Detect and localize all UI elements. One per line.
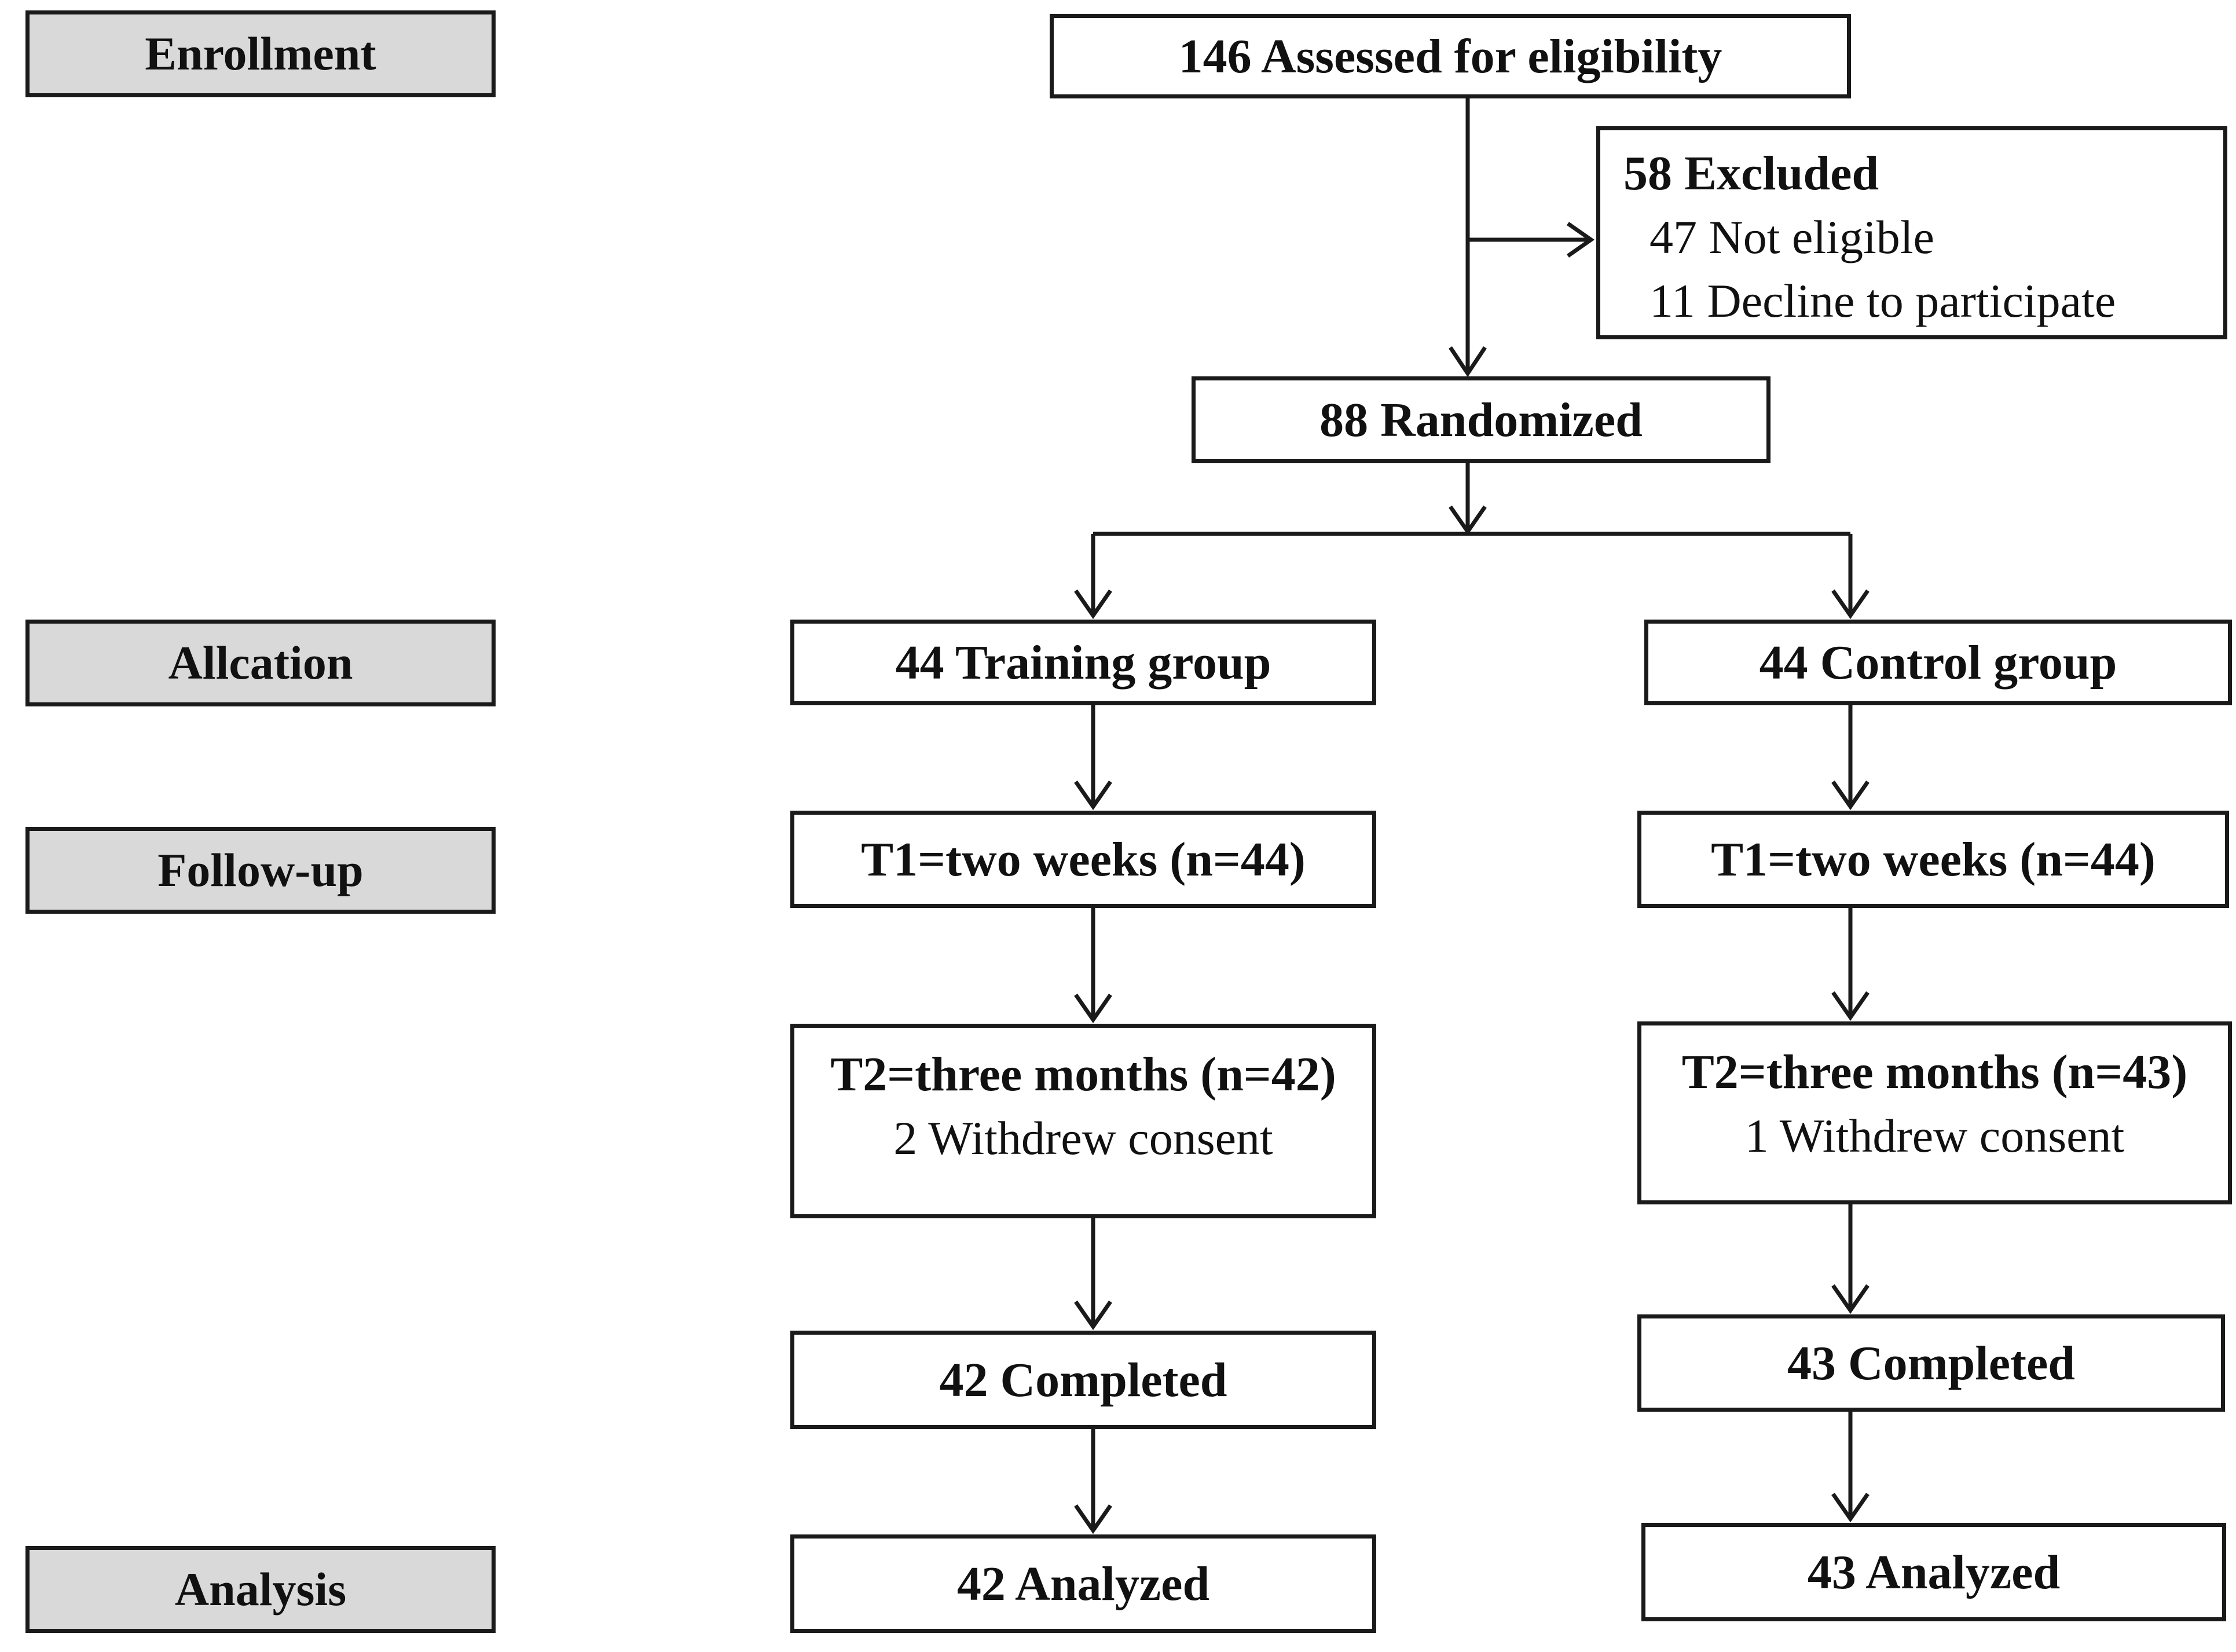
training-t2-label: T2=three months (n=42) bbox=[830, 1047, 1336, 1101]
stage-followup-label: Follow-up bbox=[157, 844, 364, 896]
control-t1-label: T1=two weeks (n=44) bbox=[1711, 832, 2156, 887]
training-t1-box: T1=two weeks (n=44) bbox=[790, 811, 1376, 908]
control-t2-note: 1 Withdrew consent bbox=[1744, 1109, 2125, 1162]
control-analyzed-box: 43 Analyzed bbox=[1641, 1523, 2226, 1621]
arrow-training-2-head bbox=[1074, 993, 1112, 1024]
training-t2-box: T2=three months (n=42) 2 Withdrew consen… bbox=[790, 1024, 1376, 1218]
arrow-control-4-head bbox=[1831, 1492, 1870, 1523]
control-t1-box: T1=two weeks (n=44) bbox=[1637, 811, 2229, 908]
training-analyzed-box: 42 Analyzed bbox=[790, 1534, 1376, 1633]
stage-analysis-label: Analysis bbox=[174, 1563, 347, 1616]
stage-analysis: Analysis bbox=[25, 1546, 496, 1633]
arrow-split-control-head bbox=[1831, 589, 1870, 620]
excluded-title: 58 Excluded bbox=[1623, 146, 1879, 200]
stage-allocation-label: Allcation bbox=[168, 636, 353, 689]
training-t1-label: T1=two weeks (n=44) bbox=[861, 832, 1306, 887]
arrow-randomized-split-head bbox=[1449, 505, 1487, 536]
assessed-box: 146 Assessed for eligibility bbox=[1050, 14, 1851, 98]
arrow-control-2-head bbox=[1831, 991, 1870, 1021]
excluded-box: 58 Excluded 47 Not eligible 11 Decline t… bbox=[1596, 126, 2227, 339]
control-completed-label: 43 Completed bbox=[1787, 1336, 2075, 1390]
arrow-training-3-head bbox=[1074, 1300, 1112, 1331]
arrow-training-4-head bbox=[1074, 1504, 1112, 1534]
training-group-box: 44 Training group bbox=[790, 620, 1376, 705]
randomized-box: 88 Randomized bbox=[1192, 376, 1771, 463]
control-t2-box: T2=three months (n=43) 1 Withdrew consen… bbox=[1637, 1021, 2232, 1204]
arrow-assessed-randomized-head bbox=[1449, 346, 1487, 378]
arrow-to-excluded-head bbox=[1566, 222, 1595, 258]
training-completed-box: 42 Completed bbox=[790, 1331, 1376, 1429]
stage-enrollment-label: Enrollment bbox=[145, 27, 376, 80]
arrow-split-training-head bbox=[1074, 589, 1112, 620]
assessed-label: 146 Assessed for eligibility bbox=[1178, 29, 1722, 83]
training-completed-label: 42 Completed bbox=[939, 1353, 1227, 1407]
stage-followup: Follow-up bbox=[25, 827, 496, 914]
control-t2-label: T2=three months (n=43) bbox=[1681, 1045, 2188, 1099]
training-analyzed-label: 42 Analyzed bbox=[956, 1556, 1210, 1611]
control-group-box: 44 Control group bbox=[1644, 620, 2232, 705]
excluded-reason: 47 Not eligible bbox=[1649, 211, 1934, 263]
stage-allocation: Allcation bbox=[25, 620, 496, 706]
control-analyzed-label: 43 Analyzed bbox=[1807, 1545, 2061, 1599]
arrow-control-1-head bbox=[1831, 780, 1870, 811]
excluded-reason: 11 Decline to participate bbox=[1649, 274, 2116, 327]
arrow-control-3-head bbox=[1831, 1284, 1870, 1314]
stage-enrollment: Enrollment bbox=[25, 10, 496, 97]
randomized-label: 88 Randomized bbox=[1319, 393, 1643, 447]
arrow-training-1-head bbox=[1074, 780, 1112, 811]
control-completed-box: 43 Completed bbox=[1637, 1314, 2225, 1412]
training-t2-note: 2 Withdrew consent bbox=[893, 1112, 1273, 1164]
control-group-label: 44 Control group bbox=[1759, 635, 2117, 690]
training-group-label: 44 Training group bbox=[895, 635, 1271, 690]
